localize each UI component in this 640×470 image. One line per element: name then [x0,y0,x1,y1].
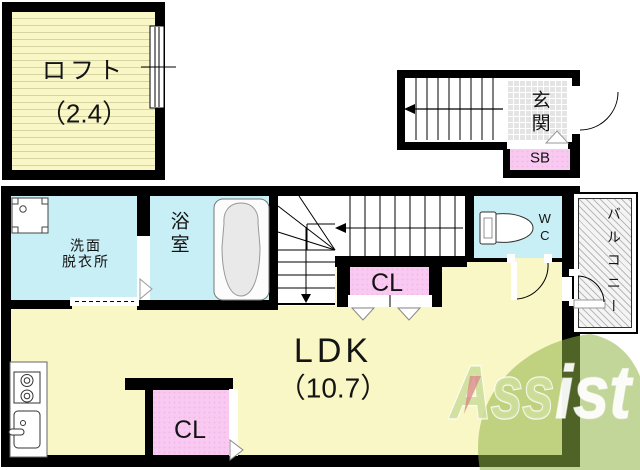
closet-bottom [152,390,230,455]
wall-segment [269,196,278,310]
front-door-icon [569,85,619,134]
loft-window-icon [141,25,176,109]
closet-middle-label: CL [371,269,403,297]
entrance-stairs-icon [404,78,503,140]
balcony-door-icon [569,269,606,309]
wall-segment [465,196,474,262]
wall-segment [1,186,580,196]
wall-segment [335,256,467,267]
genkan-room [507,80,568,142]
closet-bottom-label: CL [174,416,206,444]
bathroom-door-marker [139,277,153,301]
shoe-box [510,149,570,170]
kitchen-counter-icon [8,361,48,458]
toilet-icon [479,211,534,245]
wc-door-icon [507,254,552,300]
loft-room [12,12,155,170]
washroom-slider-door-icon [70,297,139,306]
wall-segment [429,267,442,307]
genkan-label: 玄関 [528,90,550,136]
wc-label: WC [537,211,553,245]
wall-segment [1,455,580,467]
closet-middle [350,267,430,297]
closet-bottom-door-icon [229,389,244,462]
wall-segment [125,378,233,390]
shoe-box-label: SB [529,149,551,167]
bathtub-icon [213,198,270,301]
wall-segment [550,258,562,262]
balcony-label: バルコニー [605,206,622,322]
wall-segment [337,267,350,307]
wall-segment [137,196,150,236]
loft-label: ロフト [42,57,126,85]
washroom-label: 洗面 脱衣所 [62,238,110,269]
wall-segment [11,300,72,309]
washing-machine-icon [11,197,49,234]
bathroom-label: 浴室 [167,211,189,257]
wall-segment [145,390,153,455]
loft-size-label: （2.4） [39,98,129,129]
stove-icon [13,371,41,404]
washroom-label-line2: 脱衣所 [62,253,110,269]
sink-icon [8,410,41,449]
wall-segment [474,258,510,262]
genkan-step-marker [544,130,570,144]
ldk-label: LDK [293,331,373,370]
washroom-label-line1: 洗面 [70,237,102,254]
wall-segment [1,186,11,467]
ldk-size-label: （10.7） [277,372,389,404]
main-staircase-icon [277,195,463,305]
closet-middle-door-icon [348,295,432,321]
genkan-step [507,141,568,149]
front-door-opening [568,92,580,128]
wall-segment [137,300,278,310]
